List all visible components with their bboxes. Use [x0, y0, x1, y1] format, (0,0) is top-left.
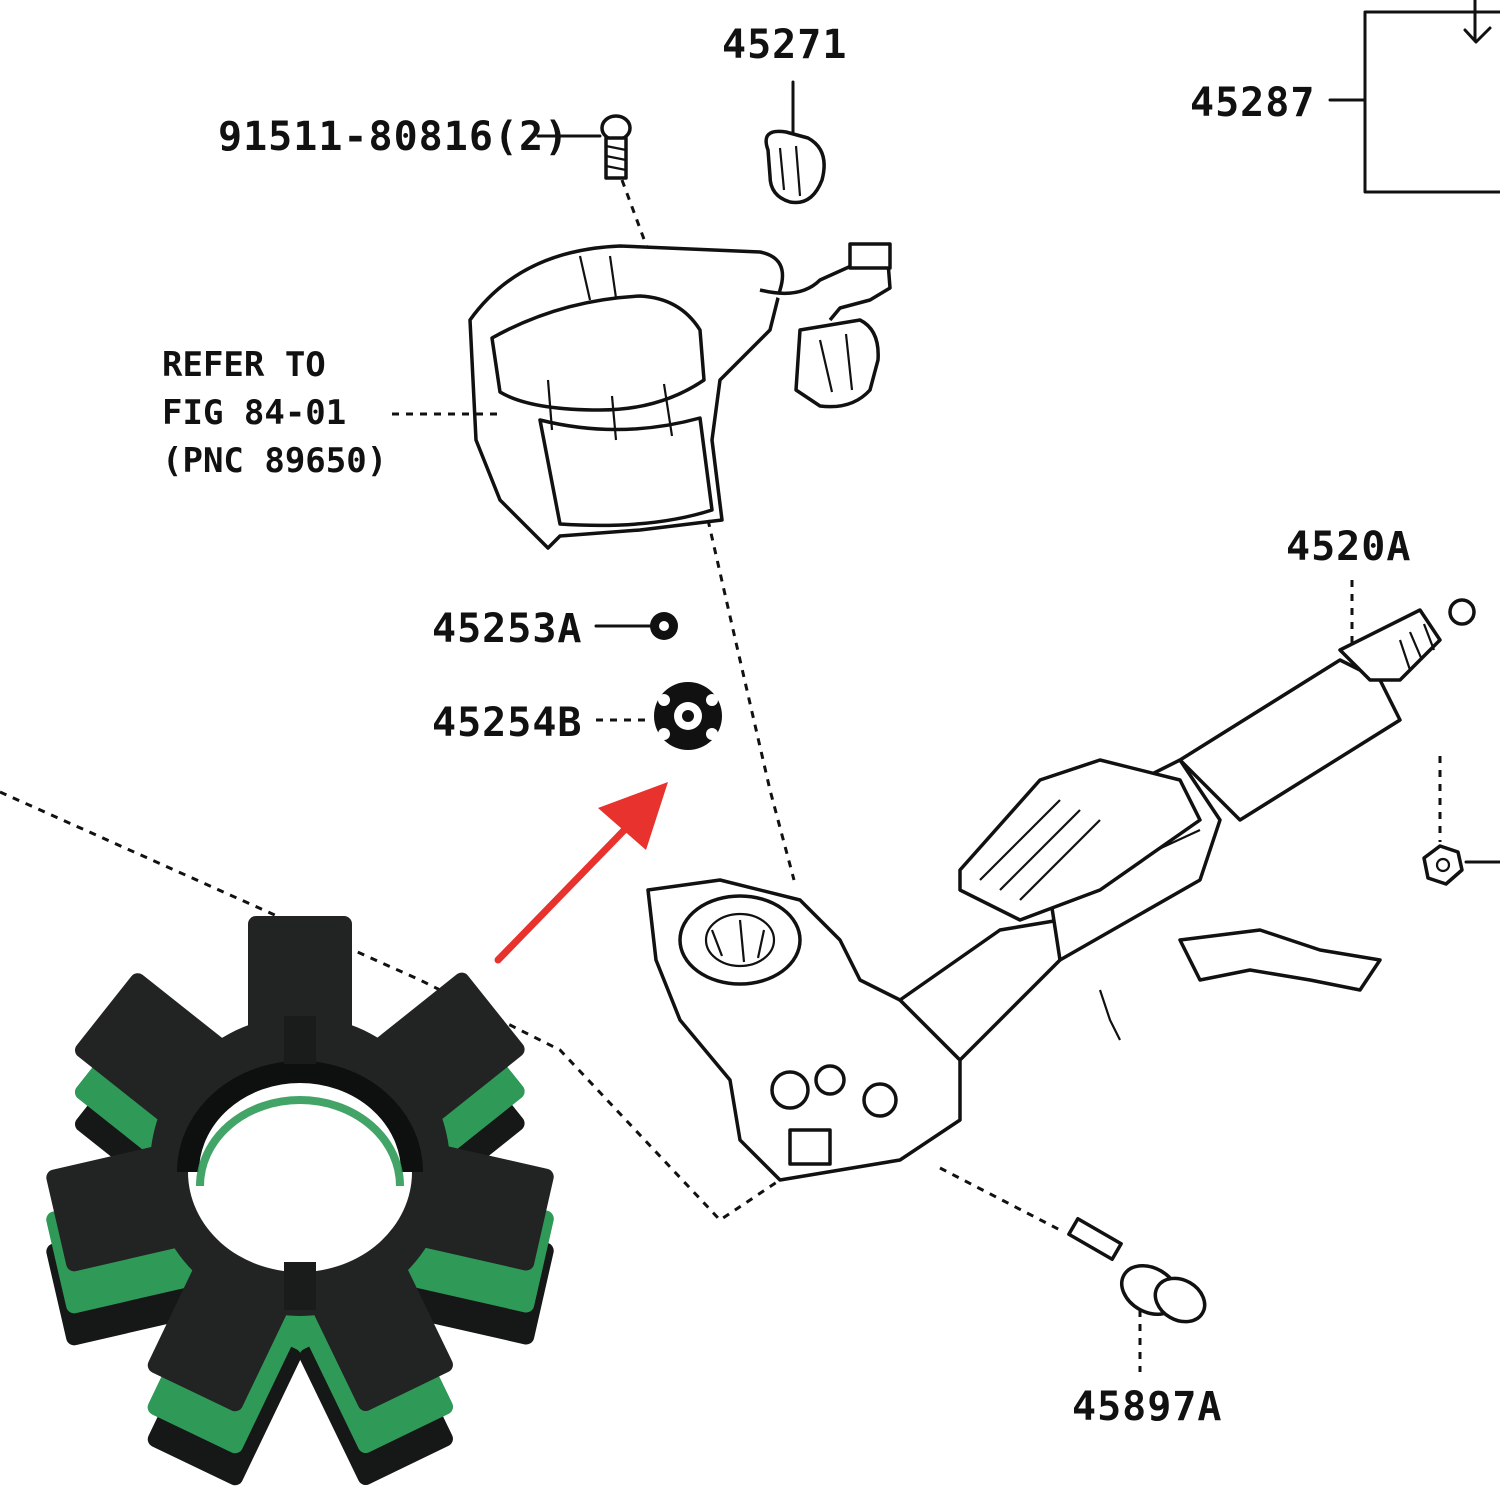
dashed-guide-motor-column: [706, 519, 796, 881]
refer-note-line2: FIG 84-01: [162, 393, 346, 433]
nut-right: [1422, 844, 1464, 886]
bolt-45897A: [1067, 1216, 1207, 1324]
bolt-91511: [600, 114, 632, 180]
part-label-45254B: 45254B: [432, 700, 583, 746]
clip-45271: [764, 129, 826, 205]
dashed-guide-45897A: [939, 1166, 1061, 1232]
washer-45253A: [650, 612, 678, 640]
bracket-box-45287: [1328, 0, 1500, 194]
red-pointer-arrow: [494, 782, 668, 964]
part-label-45287: 45287: [1190, 80, 1315, 126]
dashed-guide-left: [0, 790, 781, 1222]
steering-column-assembly: [646, 598, 1476, 1182]
part-label-45897A: 45897A: [1072, 1384, 1223, 1430]
motor-housing-assembly: [468, 242, 892, 550]
dashed-guide-bolt: [620, 179, 650, 251]
part-label-45253A: 45253A: [432, 606, 583, 652]
refer-note-line3: (PNC 89650): [162, 441, 387, 481]
part-label-4520A: 4520A: [1286, 524, 1411, 570]
part-label-91511-80816: 91511-80816(2): [218, 114, 569, 160]
coupling-spider-45254B-drawing: [654, 682, 722, 750]
coupling-spider-photo: [46, 916, 554, 1486]
part-label-45271: 45271: [722, 22, 847, 68]
refer-note-line1: REFER TO: [162, 345, 326, 385]
